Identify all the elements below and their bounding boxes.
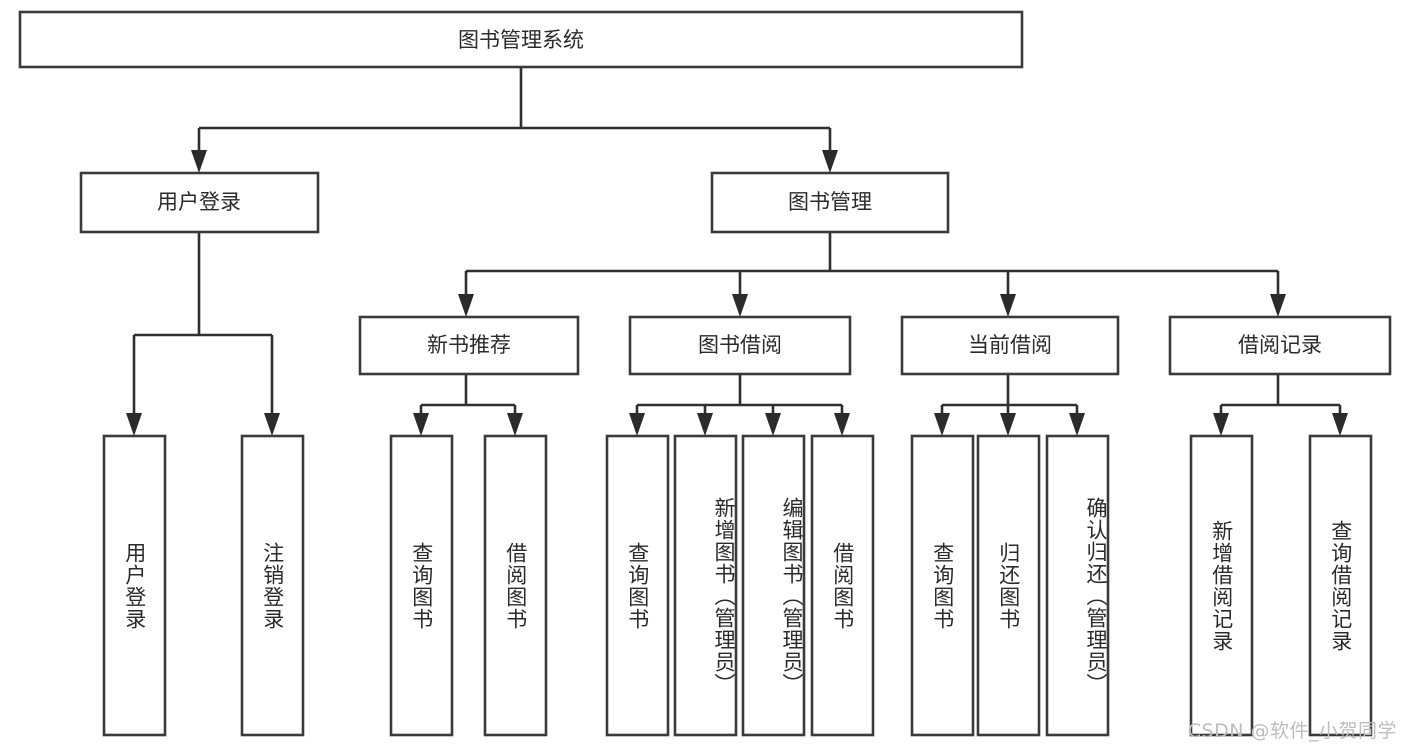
arrow-to-leaf-user-logout	[264, 413, 280, 436]
arrow-to-leaf-return-book	[1000, 413, 1016, 436]
arrow-to-leaf-edit-book	[765, 413, 781, 436]
arrow-to-leaf-confirm-return	[1069, 413, 1085, 436]
node-current-borrow-label: 当前借阅	[968, 333, 1052, 357]
node-leaf-query-book-3-box[interactable]	[910, 434, 975, 737]
node-book-manage-box[interactable]	[710, 171, 950, 234]
node-user-login-box[interactable]	[79, 171, 320, 234]
arrow-to-leaf-query-book-3	[934, 413, 950, 436]
node-layer: 图书管理系统 用户登录 图书管理 新书推荐 图书借阅 当前借阅 借阅记录	[18, 10, 1392, 737]
node-root-box[interactable]	[18, 10, 1024, 69]
node-leaf-confirm-return-box[interactable]	[1045, 434, 1110, 737]
edge-new-book-recommend-to-leaves	[419, 374, 517, 423]
node-borrow-record-box[interactable]	[1168, 315, 1392, 376]
arrow-to-borrow-record	[1270, 294, 1286, 317]
node-new-book-recommend-label: 新书推荐	[427, 333, 511, 357]
node-book-borrow-box[interactable]	[628, 315, 852, 376]
node-leaf-user-login-box[interactable]	[102, 434, 167, 737]
node-leaf-borrow-book-1-box[interactable]	[483, 434, 548, 737]
edge-borrow-record-to-leaves	[1219, 374, 1342, 423]
node-leaf-return-book-box[interactable]	[976, 434, 1041, 737]
arrow-to-book-manage	[822, 150, 838, 173]
node-leaf-add-record-box[interactable]	[1189, 434, 1254, 737]
node-leaf-add-book-box[interactable]	[673, 434, 738, 737]
arrow-to-book-borrow	[732, 294, 748, 317]
arrow-to-leaf-user-login	[126, 413, 142, 436]
edge-root-to-level1	[197, 67, 832, 160]
node-book-borrow-label: 图书借阅	[698, 333, 782, 357]
arrow-to-new-book-recommend	[458, 294, 474, 317]
arrow-to-current-borrow	[1000, 294, 1016, 317]
arrow-to-leaf-borrow-book-1	[507, 413, 523, 436]
node-borrow-record-label: 借阅记录	[1238, 333, 1322, 357]
node-leaf-borrow-book-2-box[interactable]	[810, 434, 875, 737]
arrow-to-leaf-query-record	[1332, 413, 1348, 436]
edge-book-borrow-to-leaves	[635, 374, 844, 423]
connector-layer	[126, 67, 1348, 436]
arrow-to-leaf-add-record	[1213, 413, 1229, 436]
node-root-label: 图书管理系统	[458, 28, 584, 52]
csdn-watermark: CSDN @软件_小贺同学	[1187, 720, 1397, 742]
node-user-login-label: 用户登录	[157, 190, 241, 214]
arrow-to-leaf-query-book-2	[629, 413, 645, 436]
node-leaf-edit-book-box[interactable]	[741, 434, 806, 737]
node-leaf-query-record-box[interactable]	[1308, 434, 1373, 737]
arrow-to-leaf-borrow-book-2	[834, 413, 850, 436]
edge-user-login-to-leaves	[132, 232, 274, 423]
node-book-manage-label: 图书管理	[788, 190, 872, 214]
arrow-to-user-login	[191, 150, 207, 173]
arrow-to-leaf-query-book-1	[413, 413, 429, 436]
node-current-borrow-box[interactable]	[900, 315, 1120, 376]
node-leaf-user-logout-box[interactable]	[240, 434, 305, 737]
edge-book-manage-to-level2	[464, 232, 1280, 304]
node-new-book-recommend-box[interactable]	[358, 315, 580, 376]
arrow-to-leaf-add-book	[697, 413, 713, 436]
node-leaf-query-book-2-box[interactable]	[605, 434, 670, 737]
node-leaf-query-book-1-box[interactable]	[389, 434, 454, 737]
